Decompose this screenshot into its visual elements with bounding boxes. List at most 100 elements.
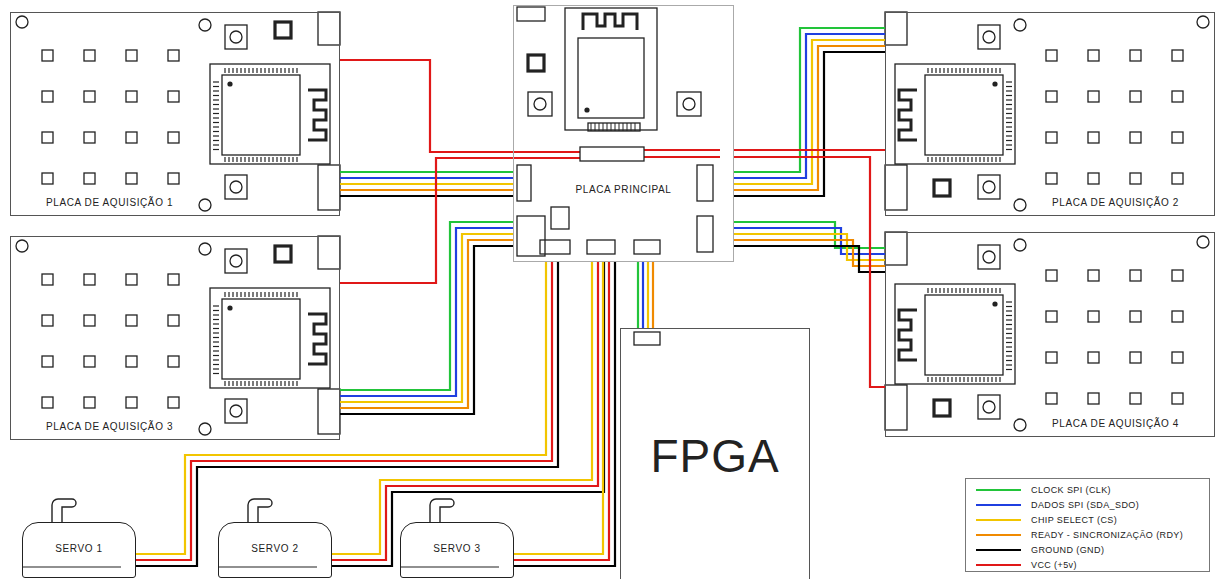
pin-tick — [619, 123, 620, 131]
pin-tick — [296, 157, 297, 162]
pin-tick — [240, 157, 241, 162]
pin-tick — [1006, 315, 1012, 316]
pin-tick — [1006, 131, 1012, 132]
pad-square — [84, 356, 95, 367]
pad-square — [84, 50, 95, 61]
pad-square — [1046, 50, 1057, 61]
pin-tick — [260, 292, 261, 297]
pad-square — [84, 397, 95, 408]
pin-tick — [967, 157, 968, 162]
antenna — [583, 14, 637, 30]
button — [978, 175, 1000, 199]
board-label: PLACA DE AQUISIÇÃO 3 — [46, 421, 173, 433]
pin-tick — [228, 157, 229, 162]
pin-tick — [236, 381, 237, 386]
wire — [340, 228, 513, 396]
pin-tick — [939, 377, 940, 382]
wifi-module — [210, 288, 330, 388]
pad-square — [126, 50, 137, 61]
pin-tick — [272, 157, 273, 162]
pin-tick — [995, 288, 996, 293]
wire — [340, 246, 513, 414]
pin-tick — [213, 104, 219, 105]
pad-square — [1046, 173, 1057, 184]
pin-tick — [213, 113, 219, 114]
wire-bundle — [340, 172, 513, 196]
chip — [925, 295, 1003, 375]
pad-square — [1046, 91, 1057, 102]
pin-tick — [296, 381, 297, 386]
pad-square — [126, 356, 137, 367]
pin-tick — [213, 81, 219, 82]
pin-tick — [999, 68, 1000, 73]
pin-tick — [256, 292, 257, 297]
button-cap — [983, 401, 995, 413]
pin-tick — [1006, 333, 1012, 334]
pin-tick — [296, 292, 297, 297]
pin-tick — [983, 377, 984, 382]
pad-square — [1172, 50, 1183, 61]
pin-tick — [931, 68, 932, 73]
power-wire — [734, 150, 885, 151]
pin-tick — [292, 68, 293, 73]
pin-tick — [611, 123, 612, 131]
pad-square — [84, 91, 95, 102]
mount-hole — [1197, 16, 1209, 28]
legend-text: GROUND (GND) — [1031, 545, 1104, 555]
pin-tick — [947, 68, 948, 73]
pin-tick — [213, 305, 219, 306]
pin-tick — [999, 377, 1000, 382]
wire — [642, 262, 644, 328]
pin-tick — [935, 377, 936, 382]
pad-square — [126, 132, 137, 143]
pin-tick — [979, 68, 980, 73]
pin-tick — [213, 350, 219, 351]
pin-tick — [213, 140, 219, 141]
pin-tick — [224, 292, 225, 297]
pin-tick — [284, 68, 285, 73]
servo-base-line — [401, 566, 499, 567]
pin-tick — [927, 68, 928, 73]
led-square — [934, 180, 950, 196]
pad-square — [1130, 173, 1141, 184]
connector — [587, 240, 615, 254]
pad-square — [126, 173, 137, 184]
pin-tick — [959, 68, 960, 73]
button — [528, 92, 552, 116]
pin-tick — [276, 157, 277, 162]
pin-tick — [939, 288, 940, 293]
servo-horn — [52, 499, 76, 523]
pin-tick — [213, 368, 219, 369]
board-label: PLACA DE AQUISIÇÃO 4 — [1052, 418, 1179, 430]
button-cap — [683, 98, 695, 110]
pad-square — [1172, 91, 1183, 102]
pin-tick — [943, 68, 944, 73]
legend-text: READY - SINCRONIZAÇÃO (RDY) — [1031, 530, 1183, 540]
pad-square — [42, 132, 53, 143]
button — [677, 92, 701, 116]
pin-tick — [1006, 319, 1012, 320]
pin-tick — [623, 123, 624, 131]
mount-hole — [1014, 419, 1026, 431]
pin-tick — [252, 381, 253, 386]
pad-square — [1130, 50, 1141, 61]
pin-tick — [213, 149, 219, 150]
pin-row — [588, 123, 640, 131]
pin-tick — [213, 319, 219, 320]
button-cap — [230, 405, 242, 417]
pin-tick — [927, 157, 928, 162]
pin-tick — [213, 373, 219, 374]
pin-tick — [615, 123, 616, 131]
legend-swatch — [976, 564, 1021, 566]
pin-tick — [963, 377, 964, 382]
pad-square — [42, 91, 53, 102]
pad-square — [1046, 393, 1057, 404]
pin-tick — [288, 292, 289, 297]
pad-square — [126, 397, 137, 408]
fpga-label: FPGA — [621, 433, 809, 479]
power-wire — [340, 158, 513, 283]
legend-row: CHIP SELECT (CS) — [976, 512, 1209, 527]
pad-square — [42, 50, 53, 61]
button — [978, 395, 1000, 419]
pin-tick — [967, 288, 968, 293]
